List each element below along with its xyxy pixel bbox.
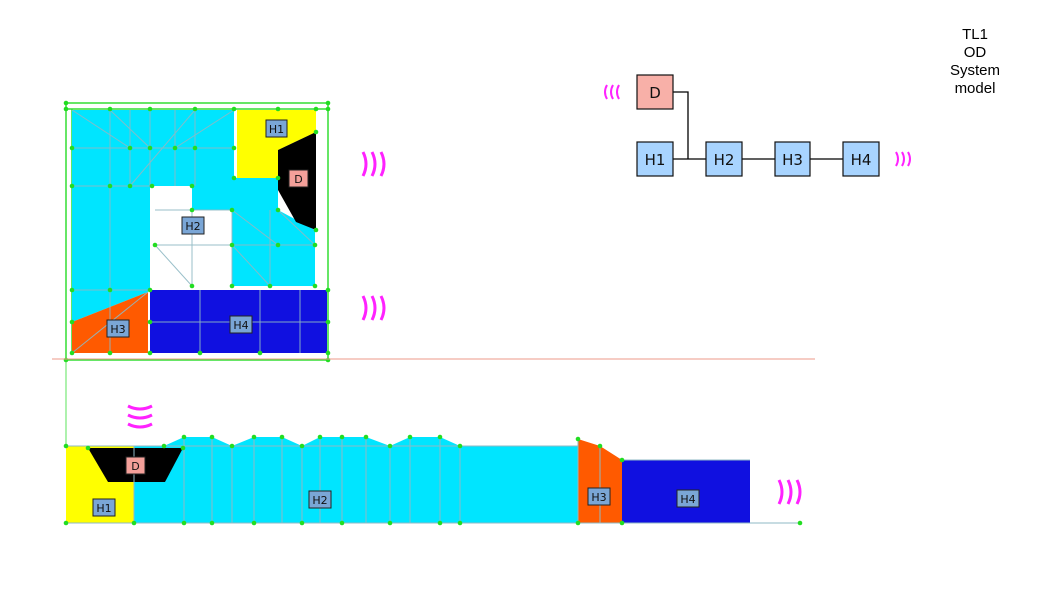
section-label-h3: H3 — [587, 487, 611, 506]
airflow-arrows-icon — [361, 295, 386, 321]
diagram-title: TL1 OD System model — [949, 26, 1000, 97]
section-label-d: D — [125, 456, 146, 475]
airflow-arrows-icon — [127, 404, 153, 429]
svg-text:H4: H4 — [680, 493, 695, 506]
section-zone-h2 — [66, 437, 578, 523]
plan-label-h1: H1 — [265, 119, 288, 138]
network-node-h3: H3 — [774, 141, 811, 177]
svg-text:H2: H2 — [714, 151, 735, 169]
svg-text:D: D — [131, 460, 139, 473]
network-node-h4: H4 — [842, 141, 880, 177]
svg-text:D: D — [649, 84, 661, 102]
plan-label-h4: H4 — [229, 315, 253, 334]
airflow-arrows-icon — [361, 151, 386, 177]
svg-text:H1: H1 — [645, 151, 666, 169]
svg-text:H2: H2 — [185, 220, 200, 233]
network-node-d: D — [636, 74, 674, 110]
plan-label-h3: H3 — [106, 319, 130, 338]
plan-view: H1 D H2 H3 H4 — [63, 100, 386, 363]
airflow-arrows-icon — [604, 84, 620, 100]
airflow-arrows-icon — [895, 151, 911, 167]
section-view: D H1 H2 H3 H4 — [63, 404, 803, 526]
section-label-h4: H4 — [676, 489, 700, 508]
svg-text:H4: H4 — [851, 151, 872, 169]
svg-text:H3: H3 — [591, 491, 606, 504]
svg-text:D: D — [294, 173, 302, 186]
svg-text:H4: H4 — [233, 319, 248, 332]
plan-zone-h1 — [237, 110, 316, 178]
svg-text:H1: H1 — [96, 502, 111, 515]
svg-text:H3: H3 — [110, 323, 125, 336]
airflow-arrows-icon — [777, 479, 802, 505]
network-node-h2: H2 — [705, 141, 743, 177]
svg-text:H1: H1 — [269, 123, 284, 136]
section-label-h2: H2 — [308, 490, 332, 509]
network-node-h1: H1 — [636, 141, 674, 177]
svg-text:H3: H3 — [782, 151, 803, 169]
section-label-h1: H1 — [92, 498, 116, 517]
network-schematic: D H1 H2 H3 H4 — [604, 74, 911, 177]
plan-label-d: D — [288, 169, 309, 188]
svg-text:H2: H2 — [312, 494, 327, 507]
plan-label-h2: H2 — [181, 216, 205, 235]
